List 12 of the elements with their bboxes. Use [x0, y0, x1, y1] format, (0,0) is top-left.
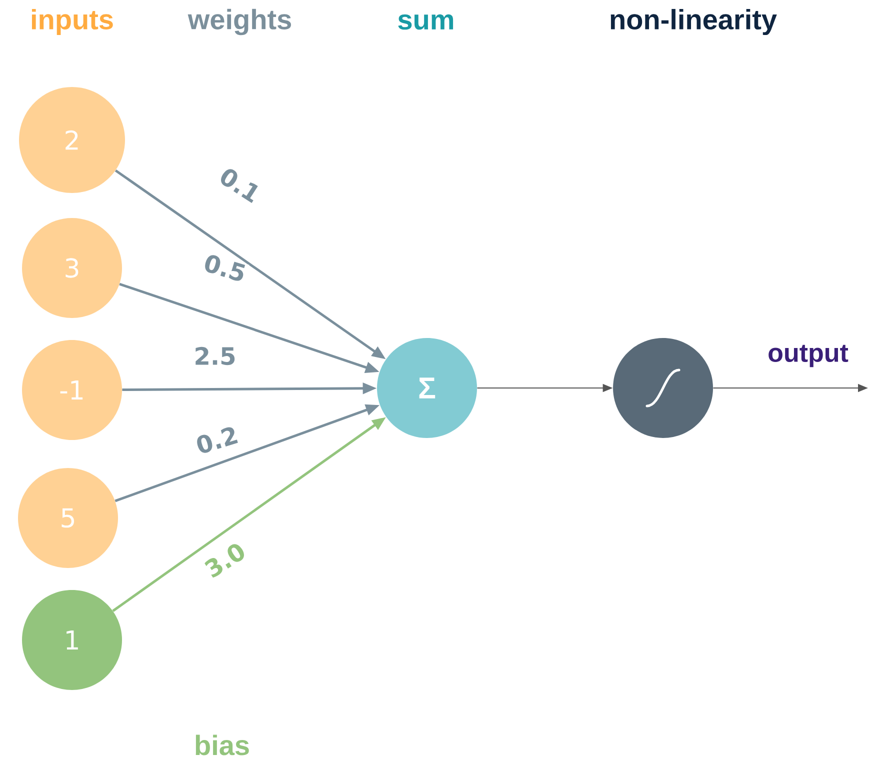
edge-label: 3.0 — [200, 539, 250, 581]
sigmoid-circle — [613, 338, 713, 438]
edge-label: 2.5 — [192, 346, 238, 366]
edge-label: output — [766, 344, 850, 368]
column-heading: non-linearity — [610, 8, 777, 36]
bias-label: bias — [196, 734, 249, 756]
column-heading: weights — [188, 8, 291, 36]
edge-label: 0.1 — [216, 164, 264, 206]
column-heading: inputs — [32, 8, 113, 36]
edge-label: 0.2 — [192, 424, 242, 456]
edge-label: 0.5 — [200, 252, 250, 284]
column-heading: sum — [398, 14, 454, 30]
